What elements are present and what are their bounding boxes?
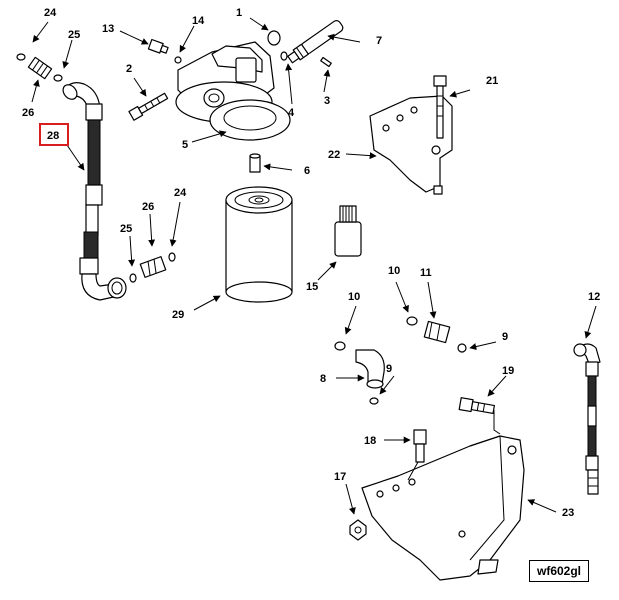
callout-26-top: 26 [22,107,34,119]
callout-7: 7 [376,35,382,47]
callout-28-highlighted: 28 [47,130,59,142]
hose-assembly-right [573,343,601,495]
callout-labels: 24 25 26 13 14 1 7 2 4 3 5 6 21 22 15 29… [22,7,600,519]
callout-9-upper: 9 [502,331,508,343]
callout-19: 19 [502,365,514,377]
callout-21: 21 [486,75,498,87]
callout-4: 4 [288,107,295,119]
callout-24-top: 24 [44,7,57,19]
callout-6: 6 [304,165,310,177]
callout-26-lower: 26 [142,201,154,213]
callout-10-upper: 10 [388,265,400,277]
fluid-bottle [334,205,362,257]
callout-12: 12 [588,291,600,303]
callout-9-lower: 9 [386,363,392,375]
leader-lines [31,17,597,515]
callout-25-top: 25 [68,29,80,41]
callout-15: 15 [306,281,318,293]
callout-17: 17 [334,471,346,483]
mounting-bracket-upper [369,75,453,195]
callout-29: 29 [172,309,184,321]
callout-3: 3 [324,95,330,107]
callout-1: 1 [236,7,242,19]
callout-25-lower: 25 [120,223,132,235]
fitting-group [334,316,467,405]
callout-23: 23 [562,507,574,519]
hose-assembly-left [16,53,176,301]
callout-22: 22 [328,149,340,161]
callout-13: 13 [102,23,114,35]
mounting-bracket-lower [349,397,525,581]
callout-14: 14 [192,15,205,27]
callout-8: 8 [320,373,326,385]
callout-5: 5 [182,139,188,151]
callout-2: 2 [126,63,132,75]
callout-24-lower: 24 [174,187,187,199]
filter-head [128,19,344,141]
drawing-reference-code: wf602gl [528,560,589,582]
callout-18: 18 [364,435,376,447]
center-stud [249,153,261,173]
highlight-box-28 [39,123,69,146]
fuel-filter [225,186,293,303]
callout-11: 11 [420,267,432,279]
callout-10-lower: 10 [348,291,360,303]
